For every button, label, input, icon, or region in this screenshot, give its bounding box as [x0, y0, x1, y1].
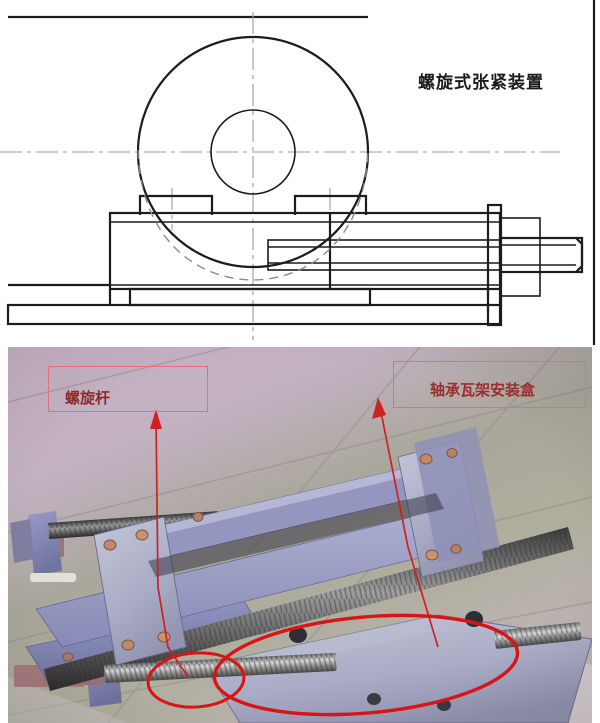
inner-bore-circle	[210, 109, 296, 195]
label-box-bearing-bracket	[393, 361, 586, 408]
label-screw-rod: 螺旋杆	[65, 389, 111, 407]
photograph-pane	[8, 347, 592, 723]
threaded-rod-shaft	[498, 236, 584, 274]
leader-arrow-screw-rod	[150, 409, 189, 678]
photograph-svg	[8, 347, 592, 723]
label-box-screw-rod	[48, 366, 208, 412]
foundation-rail	[6, 303, 502, 326]
highlight-ellipse-bearing-box	[212, 613, 520, 717]
saddle-left-step	[138, 194, 214, 215]
base-foot-plate	[128, 287, 372, 307]
saddle-right-step	[293, 194, 368, 215]
engineering-drawing-svg: .sl{stroke:#1c1c1c;fill:none;} .thick{st…	[0, 0, 596, 345]
engineering-drawing-pane: .sl{stroke:#1c1c1c;fill:none;} .thick{st…	[0, 0, 600, 345]
nut-body	[500, 217, 541, 297]
drawing-title: 螺旋式张紧装置	[418, 73, 544, 93]
label-bearing-bracket-box: 轴承瓦架安装盒	[430, 381, 536, 399]
hidden-drum-arc	[137, 149, 369, 281]
housing-block	[108, 211, 502, 291]
rod-chamfer-end	[575, 237, 584, 273]
highlight-ellipse-screw-rod	[146, 651, 246, 709]
leader-arrow-bearing-box	[372, 397, 439, 648]
photo-vignette	[8, 347, 592, 723]
